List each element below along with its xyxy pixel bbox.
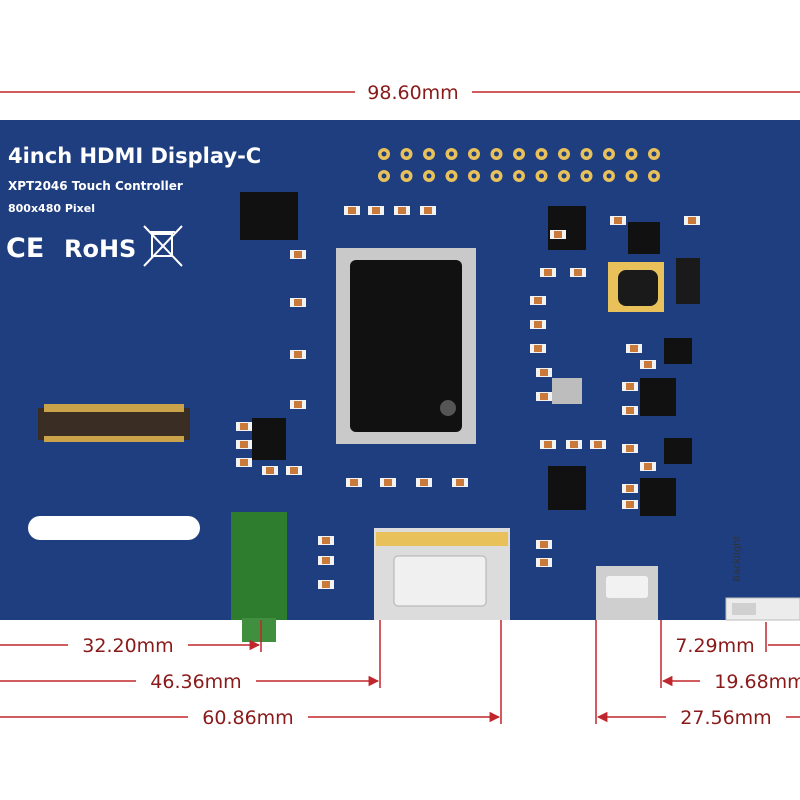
smd-component	[622, 406, 638, 415]
dimension-d2: 46.36mm	[0, 671, 380, 693]
resolution-label: 800x480 Pixel	[8, 202, 95, 215]
smd-component	[236, 458, 252, 467]
smd-component	[530, 344, 546, 353]
smd-component	[566, 440, 582, 449]
smd-component	[530, 320, 546, 329]
inductor-core	[618, 270, 658, 306]
smd-components	[236, 206, 700, 589]
smd-component	[550, 230, 566, 239]
backlight-switch: Backlight	[725, 535, 800, 621]
dimension-d2-label: 46.36mm	[150, 671, 241, 693]
smd-component	[610, 216, 626, 225]
crystal-oscillator	[552, 378, 582, 404]
smd-component	[684, 216, 700, 225]
crossed-bin-icon	[143, 225, 183, 267]
width-dimension-label: 98.60mm	[367, 82, 458, 104]
dimension-r2-label: 19.68mm	[714, 671, 800, 693]
smd-component	[344, 206, 360, 215]
smd-component	[640, 360, 656, 369]
touch-controller-label: XPT2046 Touch Controller	[8, 179, 183, 193]
smd-component	[236, 440, 252, 449]
fpc-connector	[38, 404, 190, 442]
smd-component	[622, 444, 638, 453]
smd-component	[236, 422, 252, 431]
smd-component	[640, 462, 656, 471]
smd-component	[290, 400, 306, 409]
ce-mark: CE	[6, 233, 44, 264]
smd-component	[346, 478, 362, 487]
smd-component	[368, 206, 384, 215]
smd-component	[416, 478, 432, 487]
smd-component	[590, 440, 606, 449]
ic-chip	[548, 206, 586, 250]
smd-component	[622, 382, 638, 391]
dimension-d1-label: 32.20mm	[82, 635, 173, 657]
smd-component	[262, 466, 278, 475]
dimension-r3: 27.56mm	[596, 707, 800, 729]
main-controller-chip	[336, 248, 476, 444]
mounting-slot	[28, 516, 200, 540]
smd-component	[536, 392, 552, 401]
smd-component	[540, 268, 556, 277]
dimension-d3-label: 60.86mm	[202, 707, 293, 729]
ic-chip	[548, 466, 586, 510]
smd-component	[626, 344, 642, 353]
audio-jack	[231, 512, 287, 642]
smd-component	[290, 350, 306, 359]
smd-component	[452, 478, 468, 487]
diode	[676, 258, 700, 304]
dimension-r1: 7.29mm	[675, 635, 800, 657]
gpio-header	[378, 148, 660, 182]
smd-component	[290, 250, 306, 259]
smd-component	[536, 540, 552, 549]
regulator-chip	[640, 478, 676, 516]
width-dimension: 98.60mm	[0, 82, 800, 104]
smd-component	[540, 440, 556, 449]
regulator-chip	[640, 378, 676, 416]
smd-component	[420, 206, 436, 215]
dimension-r3-label: 27.56mm	[680, 707, 771, 729]
smd-component	[286, 466, 302, 475]
transistor	[664, 338, 692, 364]
smd-component	[622, 500, 638, 509]
dimension-r1-label: 7.29mm	[675, 635, 754, 657]
board-title: 4inch HDMI Display-C	[8, 144, 261, 168]
dimension-r2: 19.68mm	[661, 671, 800, 693]
micro-usb-port	[596, 566, 658, 620]
smd-component	[318, 556, 334, 565]
transistor	[664, 438, 692, 464]
ic-chip	[252, 418, 286, 460]
rohs-mark: RoHS	[64, 235, 136, 263]
backlight-label: Backlight	[732, 535, 743, 582]
dimension-d3: 60.86mm	[0, 707, 501, 729]
smd-component	[290, 298, 306, 307]
smd-component	[536, 558, 552, 567]
smd-component	[318, 580, 334, 589]
ic-chip	[628, 222, 660, 254]
smd-component	[380, 478, 396, 487]
smd-component	[318, 536, 334, 545]
dimension-d1: 32.20mm	[0, 635, 261, 657]
smd-component	[530, 296, 546, 305]
touch-controller-chip	[240, 192, 298, 240]
smd-component	[570, 268, 586, 277]
smd-component	[536, 368, 552, 377]
smd-component	[394, 206, 410, 215]
smd-component	[622, 484, 638, 493]
hdmi-port	[374, 528, 510, 620]
